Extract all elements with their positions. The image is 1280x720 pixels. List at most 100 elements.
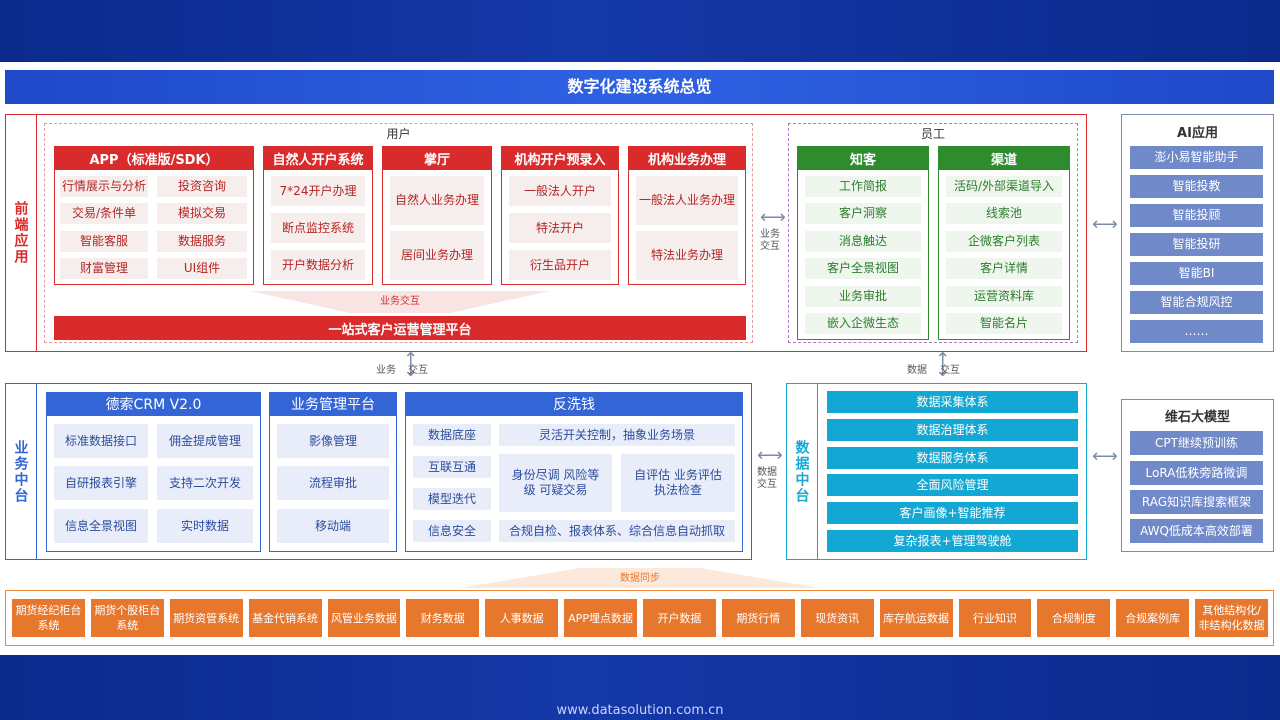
channel-item: 智能名片 (946, 313, 1062, 334)
sync-fan (460, 568, 820, 588)
bmp-item: 移动端 (277, 509, 389, 543)
zhike-title: 知客 (797, 146, 929, 170)
right-conn-a: 数据 (907, 365, 927, 376)
aml-row: 合规自检、报表体系、综合信息自动抓取 (499, 520, 735, 542)
org-biz-item: 特法业务办理 (636, 231, 738, 280)
crm-item: 自研报表引擎 (54, 466, 148, 500)
data-mid-item: 数据采集体系 (827, 391, 1078, 413)
app-item: 交易/条件单 (60, 203, 148, 224)
data-source-item: 开户数据 (643, 599, 716, 637)
front-mid-connector: 业务交互 (760, 229, 780, 252)
natural-person-item: 断点监控系统 (271, 213, 365, 243)
aml-row: 自评估 业务评估 执法检查 (621, 454, 735, 512)
zhike-item: 消息触达 (805, 231, 921, 252)
org-open-title: 机构开户预录入 (501, 146, 619, 170)
data-source-item: 合规制度 (1037, 599, 1111, 637)
business-middle-section (5, 383, 752, 560)
app-item: 智能客服 (60, 231, 148, 252)
data-mid-item: 客户画像+智能推荐 (827, 502, 1078, 524)
data-source-item: 期货经纪柜台系统 (12, 599, 85, 637)
data-sources-section (5, 590, 1274, 646)
crm-title: 德索CRM V2.0 (46, 392, 261, 416)
ai-item: 澎小易智能助手 (1130, 146, 1263, 169)
bmp-item: 影像管理 (277, 424, 389, 458)
zhike-item: 业务审批 (805, 286, 921, 307)
data-mid-item: 数据治理体系 (827, 419, 1078, 441)
model-item: CPT继续预训练 (1130, 431, 1263, 455)
bmp-item: 流程审批 (277, 466, 389, 500)
right-conn-b: 交互 (940, 365, 960, 376)
front-end-label: 前端应用 (5, 114, 37, 352)
data-source-item: 风管业务数据 (327, 599, 401, 637)
double-arrow-icon: ⟷ (1092, 214, 1118, 235)
ai-item: 智能投教 (1130, 175, 1263, 198)
hall-item: 居间业务办理 (390, 231, 484, 280)
channel-item: 企微客户列表 (946, 231, 1062, 252)
crm-item: 支持二次开发 (157, 466, 253, 500)
data-middle-section (786, 383, 1087, 560)
natural-person-item: 开户数据分析 (271, 250, 365, 280)
app-item: 数据服务 (157, 231, 247, 252)
platform-bar: 一站式客户运营管理平台 (54, 316, 746, 340)
left-conn-b: 交互 (408, 365, 428, 376)
natural-person-title: 自然人开户系统 (263, 146, 373, 170)
data-source-item: APP埋点数据 (564, 599, 637, 637)
double-arrow-icon: ⟷ (1092, 446, 1118, 467)
data-source-item: 人事数据 (485, 599, 559, 637)
data-sources-row: 期货经纪柜台系统期货个股柜台系统期货资管系统基金代销系统风管业务数据财务数据人事… (12, 599, 1268, 637)
data-source-item: 现货资讯 (800, 599, 874, 637)
hall-item: 自然人业务办理 (390, 176, 484, 225)
staff-label: 员工 (920, 127, 945, 141)
data-connector: 数据交互 (757, 467, 777, 490)
ai-item: 智能投顾 (1130, 204, 1263, 227)
bmp-title: 业务管理平台 (269, 392, 397, 416)
aml-row: 灵活开关控制，抽象业务场景 (499, 424, 735, 446)
top-banner (0, 0, 1280, 62)
app-item: 投资咨询 (157, 176, 247, 197)
aml-title: 反洗钱 (405, 392, 743, 416)
ai-title: AI应用 (1177, 126, 1218, 141)
data-middle-label: 数据中台 (786, 383, 818, 560)
channel-item: 线索池 (946, 203, 1062, 224)
ai-item: …… (1130, 320, 1263, 343)
app-item: 行情展示与分析 (60, 176, 148, 197)
model-item: AWQ低成本高效部署 (1130, 519, 1263, 543)
staff-group (788, 123, 1078, 343)
bottom-banner (0, 655, 1280, 720)
org-open-item: 一般法人开户 (509, 176, 611, 206)
org-open-item: 特法开户 (509, 213, 611, 243)
zhike-item: 客户洞察 (805, 203, 921, 224)
org-biz-title: 机构业务办理 (628, 146, 746, 170)
page-title: 数字化建设系统总览 (5, 70, 1274, 104)
org-open-item: 衍生品开户 (509, 250, 611, 280)
natural-person-item: 7*24开户办理 (271, 176, 365, 206)
app-title: APP（标准版/SDK） (54, 146, 254, 170)
channel-title: 渠道 (938, 146, 1070, 170)
data-source-item: 库存航运数据 (879, 599, 953, 637)
crm-item: 佣金提成管理 (157, 424, 253, 458)
model-title: 维石大模型 (1164, 410, 1230, 425)
double-arrow-icon: ⟷ (760, 207, 786, 228)
hall-title: 掌厅 (382, 146, 492, 170)
data-source-item: 期货资管系统 (169, 599, 243, 637)
app-item: UI组件 (157, 258, 247, 279)
app-item: 模拟交易 (157, 203, 247, 224)
aml-left-item: 互联互通 (413, 456, 491, 478)
sync-label: 数据同步 (620, 573, 660, 584)
data-source-item: 期货个股柜台系统 (90, 599, 164, 637)
zhike-item: 工作简报 (805, 176, 921, 197)
data-source-item: 其他结构化/非结构化数据 (1195, 599, 1268, 637)
data-source-item: 合规案例库 (1116, 599, 1190, 637)
ai-item: 智能投研 (1130, 233, 1263, 256)
model-item: LoRA低秩旁路微调 (1130, 461, 1263, 485)
ai-item: 智能合规风控 (1130, 291, 1263, 314)
users-label: 用户 (386, 127, 411, 141)
data-mid-item: 复杂报表+管理驾驶舱 (827, 530, 1078, 552)
data-source-item: 财务数据 (406, 599, 480, 637)
model-item: RAG知识库搜索框架 (1130, 490, 1263, 514)
biz-interaction-label: 业务交互 (380, 296, 420, 307)
crm-item: 信息全景视图 (54, 509, 148, 543)
users-group (44, 123, 753, 343)
channel-item: 运营资料库 (946, 286, 1062, 307)
aml-left-item: 数据底座 (413, 424, 491, 446)
